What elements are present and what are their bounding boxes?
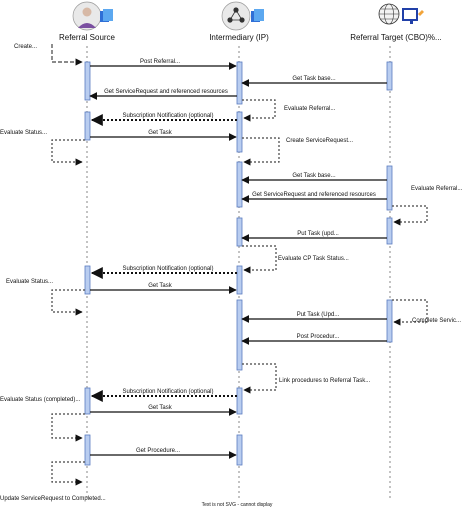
activation-bar — [236, 61, 243, 105]
message-label: Put Task (upd... — [297, 231, 339, 237]
message-label: Subscription Notification (optional) — [122, 389, 213, 395]
message-label: Get Task — [148, 130, 173, 136]
self-loop-evaluate-referral-2 — [392, 205, 428, 226]
self-loop-evaluate-status-2 — [51, 289, 85, 316]
participant-label-source: Referral Source — [59, 33, 116, 42]
self-note-label: Evaluate Status (completed)... — [0, 397, 81, 403]
activation-bar — [236, 299, 243, 371]
activation-bar — [236, 265, 243, 295]
self-note-label: Evaluate Referral... — [411, 186, 463, 192]
message-label: Post Referral... — [140, 59, 180, 65]
globe-icon — [378, 3, 424, 25]
self-note-label: Create ServiceRequest... — [286, 138, 353, 144]
activation-bar — [386, 299, 393, 343]
self-loop-evaluate-status-1 — [51, 139, 85, 166]
self-loop-complete-service — [392, 299, 428, 326]
activation-bar — [236, 434, 243, 466]
activation-bar — [84, 265, 91, 295]
message-label: Get Procedure... — [136, 448, 180, 454]
self-note-label: Complete Servic... — [412, 318, 461, 324]
message-label: Put Task (Upd... — [297, 312, 340, 318]
activation-bar — [84, 387, 91, 415]
user-icon — [72, 1, 113, 31]
message-label: Get Task base... — [292, 76, 336, 82]
self-note-label: Create... — [14, 44, 37, 50]
network-icon — [221, 1, 264, 31]
self-loop-evaluate-cp-task-status — [242, 245, 277, 274]
self-note-label: Evaluate CP Task Status... — [278, 256, 349, 262]
message-label: Get ServiceRequest and referenced resour… — [104, 89, 228, 95]
message-label: Post Procedur... — [297, 334, 340, 340]
message-label: Get ServiceRequest and referenced resour… — [252, 192, 376, 198]
message-label: Subscription Notification (optional) — [122, 113, 213, 119]
activation-bar — [84, 61, 91, 101]
activation-bar — [236, 217, 243, 247]
message-label: Get Task — [148, 283, 173, 289]
activation-bar — [386, 165, 393, 211]
self-loop-update-service-request — [51, 461, 85, 486]
self-loop-create — [51, 44, 83, 66]
message-label: Get Task — [148, 405, 173, 411]
footer-text: Text is not SVG - cannot display — [202, 502, 273, 508]
message-label: Subscription Notification (optional) — [122, 266, 213, 272]
participant-label-target: Referral Target (CBO)%... — [350, 33, 441, 42]
self-note-label: Link procedures to Referral Task... — [279, 378, 371, 384]
participant-label-ip: Intermediary (IP) — [209, 33, 269, 42]
self-note-label: Update ServiceRequest to Completed... — [0, 496, 106, 502]
activation-bar — [236, 161, 243, 208]
message-label: Get Task base... — [292, 173, 336, 179]
activation-bar — [84, 111, 91, 141]
activation-bar — [386, 61, 393, 91]
self-loop-evaluate-referral-1 — [242, 99, 276, 122]
self-loop-evaluate-status-completed — [51, 413, 85, 442]
self-note-label: Evaluate Referral... — [284, 106, 336, 112]
self-note-label: Evaluate Status... — [6, 279, 53, 285]
activation-bar — [84, 434, 91, 466]
self-loop-link-procedures — [242, 363, 277, 394]
activation-bar — [236, 111, 243, 153]
self-loop-create-service-request — [242, 137, 280, 166]
self-note-label: Evaluate Status... — [0, 130, 47, 136]
activation-bar — [386, 217, 393, 245]
activation-bar — [236, 387, 243, 415]
